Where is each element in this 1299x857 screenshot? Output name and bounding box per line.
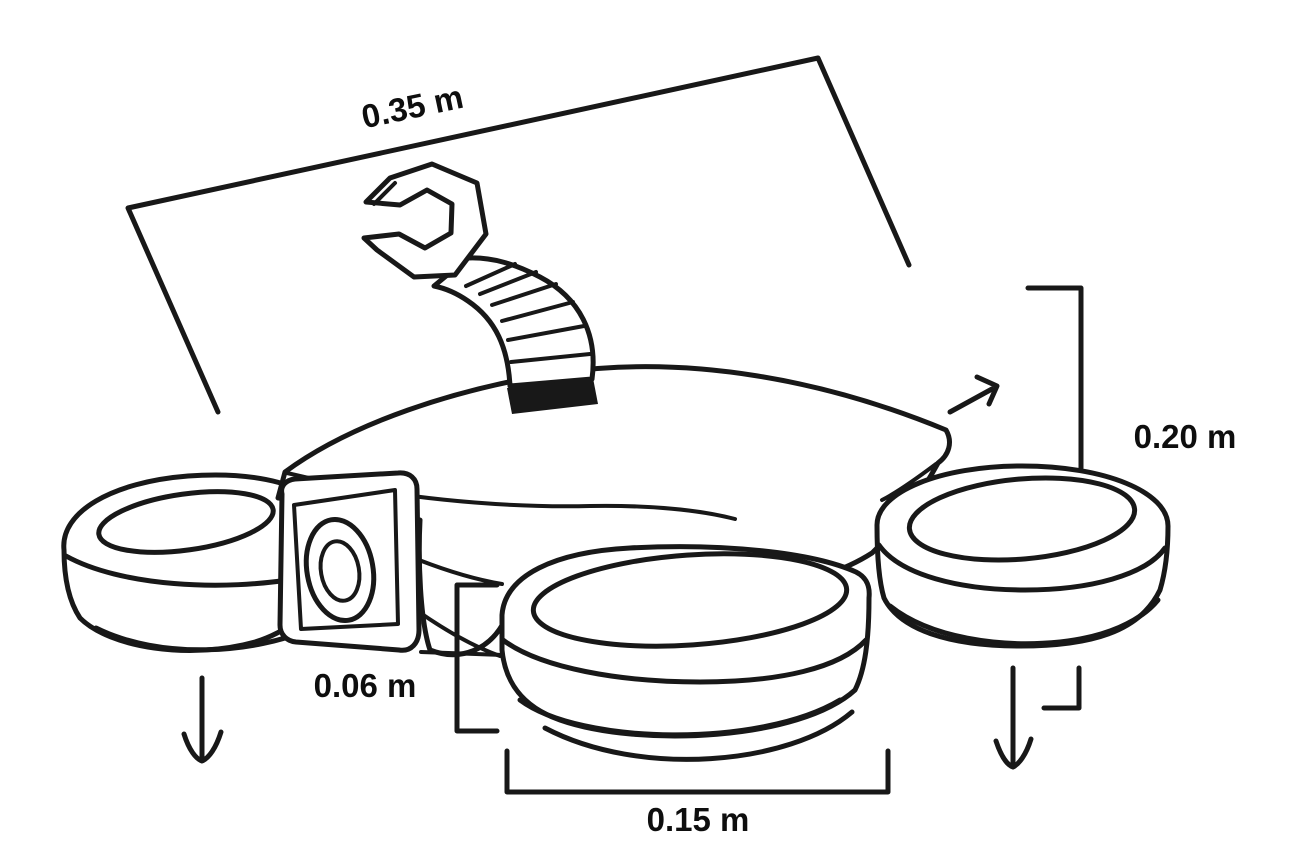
arm-mount-block (507, 378, 598, 414)
center-rotor (499, 544, 872, 762)
dimension-rotor-height: 0.20 m (1025, 285, 1237, 711)
body-tip-crease (880, 462, 938, 502)
gripper-head (361, 161, 489, 280)
dimension-span-label: 0.35 m (358, 78, 466, 136)
dimension-rotor-diameter: 0.15 m (504, 748, 891, 838)
right-rotor (874, 463, 1171, 649)
dimension-rotor-height-label: 0.20 m (1134, 418, 1237, 455)
dimension-body-height: 0.06 m (314, 582, 500, 734)
direction-arrow-icon (947, 374, 1000, 415)
dimension-rotor-diameter-label: 0.15 m (647, 801, 750, 838)
camera-lens-inner (318, 539, 362, 603)
gripper-facet-line (372, 181, 397, 206)
dimension-body-height-label: 0.06 m (314, 667, 417, 704)
downwash-arrow-left-icon (181, 675, 224, 764)
camera-panel-inner-frame (292, 488, 400, 631)
manipulator-arm (431, 255, 596, 389)
downwash-arrow-right-icon (993, 665, 1034, 770)
camera-lens-outer (303, 516, 377, 624)
camera-housing (277, 470, 422, 653)
